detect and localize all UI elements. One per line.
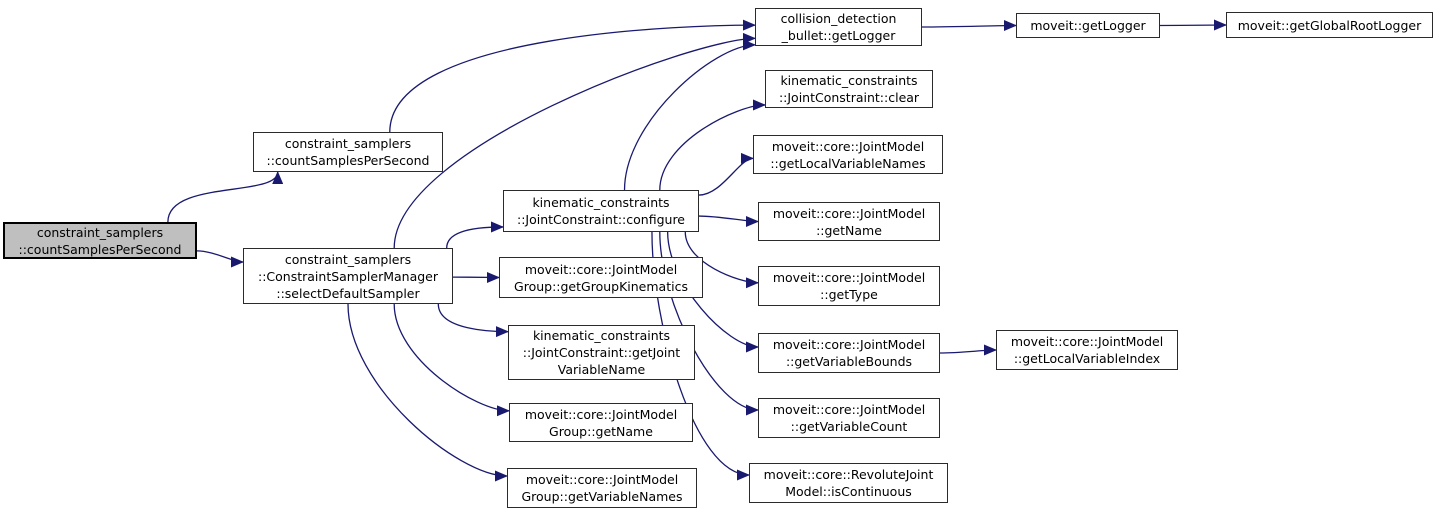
graph-node-label-line: _bullet::getLogger <box>781 28 896 43</box>
edge-configure-to-getType <box>684 231 759 289</box>
graph-node-label-line: ::getVariableCount <box>790 419 908 434</box>
edge-selectDefaultSampler-to-configure <box>446 221 504 249</box>
graph-node-getVariableBounds[interactable]: moveit::core::JointModel::getVariableBou… <box>758 333 940 373</box>
graph-node-jcClear[interactable]: kinematic_constraints::JointConstraint::… <box>765 70 933 108</box>
edge-selectDefaultSampler-to-jmgGetName <box>393 303 510 417</box>
graph-node-configure[interactable]: kinematic_constraints::JointConstraint::… <box>503 190 699 232</box>
edge-selectDefaultSampler-to-getJointVariableName <box>437 303 509 338</box>
graph-node-getGlobalRootLogger[interactable]: moveit::getGlobalRootLogger <box>1226 12 1433 38</box>
edge-configure-to-cdGetLogger <box>623 39 756 191</box>
graph-node-label-line: moveit::getGlobalRootLogger <box>1237 17 1422 33</box>
graph-node-label-line: moveit::core::JointModel <box>772 337 926 352</box>
graph-node-label-line: constraint_samplers <box>284 251 412 267</box>
graph-node-label-line: ::getLocalVariableNames <box>770 155 926 171</box>
graph-node-label-line: moveit::core::JointModel <box>524 261 678 277</box>
graph-node-label-line: Group::getName <box>549 423 653 439</box>
graph-node-label-line: moveit::core::JointModel <box>525 472 679 487</box>
edge-configure-to-jmGetName <box>698 215 759 227</box>
graph-node-countSamples2[interactable]: constraint_samplers::countSamplesPerSeco… <box>253 132 443 172</box>
graph-node-getType[interactable]: moveit::core::JointModel::getType <box>758 266 940 306</box>
graph-node-label-line: moveit::core::JointModel <box>524 406 678 422</box>
graph-node-countSamplesCurrent: constraint_samplers::countSamplesPerSeco… <box>3 222 197 259</box>
edge-selectDefaultSampler-to-jmgGetVariableNames <box>347 303 508 482</box>
graph-node-label-line: ::getName <box>816 222 882 238</box>
graph-node-label-line: constraint_samplers <box>284 136 412 151</box>
graph-node-jmGetName[interactable]: moveit::core::JointModel::getName <box>758 202 940 241</box>
graph-node-label-line: kinematic_constraints <box>532 328 671 343</box>
graph-node-label-line: ::getType <box>820 287 878 302</box>
edge-countSamplesCurrent-to-selectDefaultSampler <box>196 250 244 268</box>
graph-node-label-line: moveit::core::JointModel <box>772 402 926 417</box>
graph-node-label-line: moveit::getLogger <box>1030 18 1146 33</box>
graph-node-label-line: Model::isContinuous <box>785 484 912 499</box>
graph-node-getLocalVariableNames[interactable]: moveit::core::JointModel::getLocalVariab… <box>753 135 943 174</box>
graph-node-label-line: moveit::core::RevoluteJoint <box>763 467 934 482</box>
graph-node-label-line: constraint_samplers <box>36 224 164 240</box>
edge-countSamples2-to-cdGetLogger <box>389 19 756 133</box>
graph-node-label-line: ::selectDefaultSampler <box>276 285 420 301</box>
graph-node-cdGetLogger[interactable]: collision_detection_bullet::getLogger <box>755 8 922 46</box>
graph-node-getLocalVariableIndex[interactable]: moveit::core::JointModel::getLocalVariab… <box>996 330 1178 370</box>
graph-node-label-line: moveit::core::JointModel <box>771 138 925 154</box>
edge-getVariableBounds-to-getLocalVariableIndex <box>939 344 997 356</box>
graph-node-label-line: Group::getVariableNames <box>521 489 683 504</box>
graph-node-label-line: ::ConstraintSamplerManager <box>257 268 439 284</box>
graph-node-label-line: collision_detection <box>780 11 897 26</box>
graph-node-label-line: ::JointConstraint::clear <box>778 90 920 105</box>
edge-countSamplesCurrent-to-countSamples2 <box>167 171 284 223</box>
graph-node-getVariableCount[interactable]: moveit::core::JointModel::getVariableCou… <box>758 398 940 438</box>
edge-selectDefaultSampler-to-cdGetLogger <box>393 32 756 249</box>
graph-node-label-line: VariableName <box>557 362 646 377</box>
graph-node-label-line: ::countSamplesPerSecond <box>266 153 430 168</box>
graph-node-moveitGetLogger[interactable]: moveit::getLogger <box>1016 13 1160 38</box>
graph-node-label-line: moveit::core::JointModel <box>772 205 926 221</box>
edge-moveitGetLogger-to-getGlobalRootLogger <box>1159 19 1227 31</box>
edge-configure-to-getLocalVariableNames <box>698 152 754 196</box>
graph-node-label-line: moveit::core::JointModel <box>772 270 926 285</box>
graph-node-label-line: ::getVariableBounds <box>785 354 913 369</box>
graph-node-label-line: kinematic_constraints <box>780 73 918 88</box>
edge-configure-to-jcClear <box>659 99 766 191</box>
edge-cdGetLogger-to-moveitGetLogger <box>921 20 1017 32</box>
graph-node-label-line: moveit::core::JointModel <box>1010 334 1164 349</box>
edge-configure-to-getVariableBounds <box>666 231 759 353</box>
graph-node-label-line: ::getLocalVariableIndex <box>1013 351 1161 366</box>
graph-node-getJointVariableName[interactable]: kinematic_constraints::JointConstraint::… <box>508 325 695 380</box>
graph-node-label-line: ::JointConstraint::getJoint <box>522 345 681 360</box>
graph-node-label-line: ::countSamplesPerSecond <box>18 241 182 257</box>
graph-node-label-line: Group::getGroupKinematics <box>514 278 688 294</box>
graph-node-label-line: ::JointConstraint::configure <box>516 212 685 227</box>
graph-node-selectDefaultSampler[interactable]: constraint_samplers::ConstraintSamplerMa… <box>243 248 453 304</box>
graph-node-label-line: kinematic_constraints <box>532 195 670 210</box>
